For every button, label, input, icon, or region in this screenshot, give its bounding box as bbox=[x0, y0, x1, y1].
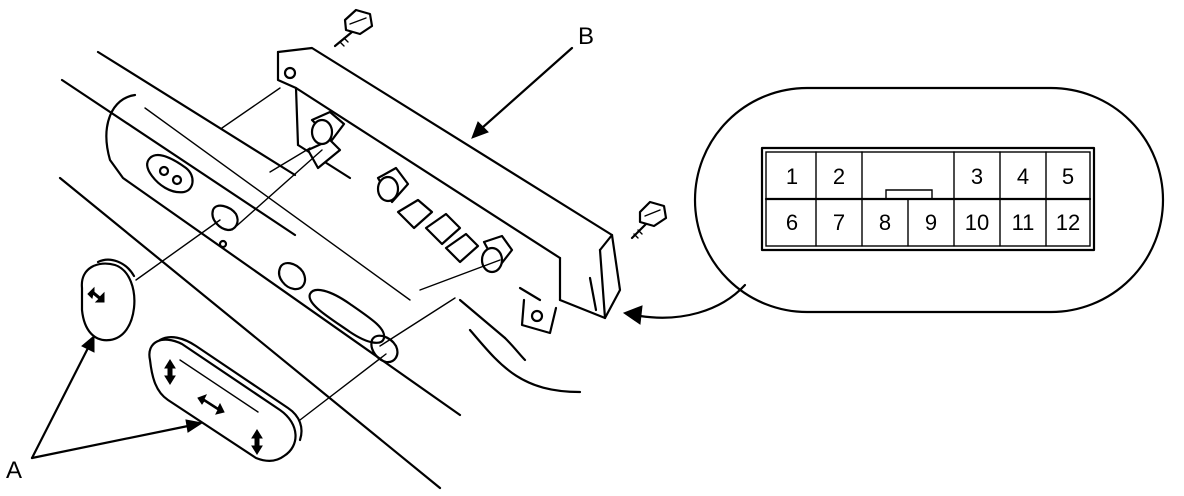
pin-10: 10 bbox=[965, 210, 989, 235]
pin-9: 9 bbox=[925, 210, 937, 235]
pin-5: 5 bbox=[1062, 164, 1074, 189]
switch-cap-long bbox=[148, 336, 303, 462]
connector-detail-bubble bbox=[693, 86, 1165, 314]
panel-boss bbox=[146, 153, 194, 194]
pin-11: 11 bbox=[1012, 210, 1035, 235]
pin-2: 2 bbox=[833, 164, 845, 189]
connector-face bbox=[760, 146, 1096, 252]
pin-12: 12 bbox=[1056, 210, 1080, 235]
screw-upper bbox=[333, 8, 374, 48]
pin-8: 8 bbox=[879, 210, 891, 235]
switch-cap-small bbox=[80, 258, 136, 342]
panel-slot bbox=[308, 288, 386, 344]
callout-label-b: B bbox=[578, 23, 594, 50]
callout-label-a: A bbox=[6, 457, 22, 484]
assembly-guide-lines bbox=[135, 87, 501, 421]
pin-6: 6 bbox=[786, 210, 798, 235]
panel-hole-lower bbox=[370, 334, 399, 364]
pin-1: 1 bbox=[786, 164, 798, 189]
connector-lock-tab bbox=[885, 189, 933, 200]
panel-hole-mid bbox=[278, 262, 307, 291]
panel-hole-upper bbox=[211, 204, 239, 232]
leader-lines bbox=[30, 46, 747, 460]
switch-assembly bbox=[276, 46, 622, 335]
pin-4: 4 bbox=[1017, 164, 1029, 189]
pin-3: 3 bbox=[971, 164, 983, 189]
screw-right bbox=[630, 200, 668, 240]
pin-7: 7 bbox=[833, 210, 845, 235]
panel-pin-hole bbox=[218, 239, 228, 249]
connector-detail: 1 2 3 4 5 6 7 8 9 10 11 12 bbox=[693, 86, 1165, 314]
